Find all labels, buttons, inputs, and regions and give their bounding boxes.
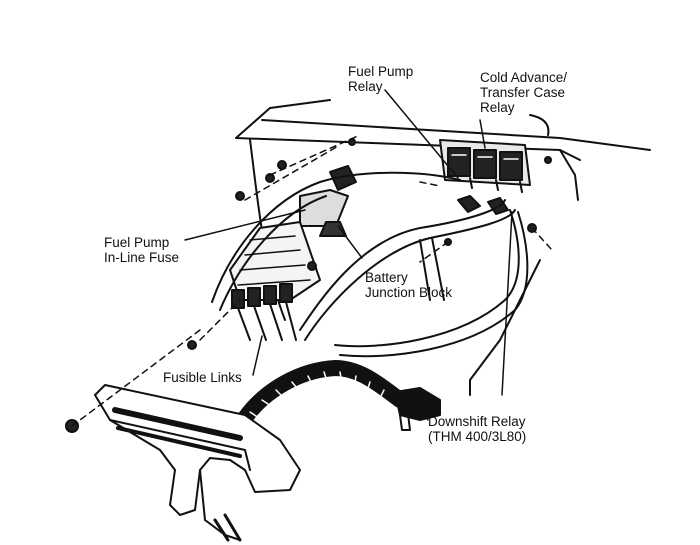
label-line: Battery xyxy=(365,270,408,285)
label-line: Cold Advance/ xyxy=(480,70,568,85)
label-fuel-pump-relay: Fuel Pump Relay xyxy=(348,64,413,94)
label-line: (THM 400/3L80) xyxy=(428,429,527,444)
label-cold-advance-relay: Cold Advance/ Transfer Case Relay xyxy=(480,70,567,115)
label-line: Relay xyxy=(348,79,383,94)
wiring-harness xyxy=(211,171,529,358)
relay-bracket xyxy=(439,139,531,193)
conduit xyxy=(237,360,441,431)
label-line: Relay xyxy=(480,100,515,115)
label-line: Fuel Pump xyxy=(104,235,170,250)
dashed-guides xyxy=(71,134,553,427)
label-line: Fusible Links xyxy=(163,370,242,385)
label-line: In-Line Fuse xyxy=(104,250,180,265)
label-battery-junction-block: Battery Junction Block xyxy=(365,270,452,300)
inline-fuse xyxy=(299,165,357,237)
fasteners xyxy=(65,138,552,433)
label-fuel-pump-fuse: Fuel Pump In-Line Fuse xyxy=(104,235,179,265)
label-line: Fuel Pump xyxy=(348,64,414,79)
leader-lines xyxy=(184,89,513,421)
fusible-links xyxy=(231,283,297,341)
label-line: Downshift Relay xyxy=(428,414,526,429)
label-line: Transfer Case xyxy=(480,85,566,100)
label-line: Junction Block xyxy=(365,285,453,300)
label-fusible-links: Fusible Links xyxy=(163,370,242,385)
lower-shroud xyxy=(94,384,301,542)
label-downshift-relay: Downshift Relay (THM 400/3L80) xyxy=(428,414,526,444)
